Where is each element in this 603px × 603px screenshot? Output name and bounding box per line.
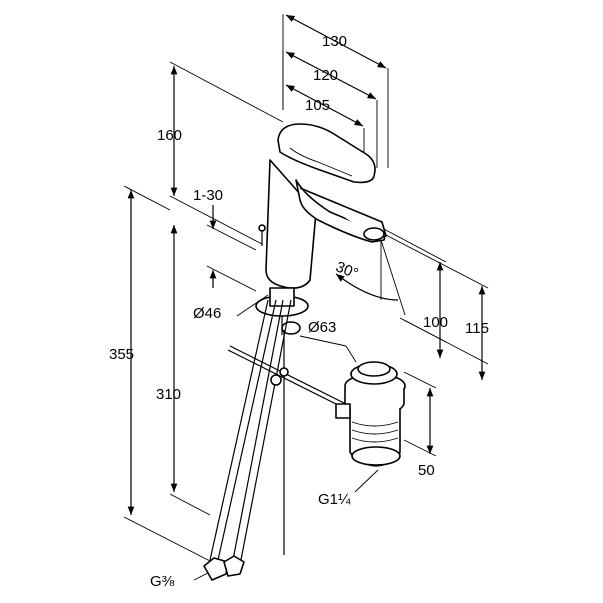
- dim-130-label: 130: [322, 33, 347, 50]
- dim-120-label: 120: [313, 67, 338, 84]
- hose-connectors: [203, 555, 245, 581]
- dim-115: 115: [383, 233, 489, 380]
- dim-120: 120: [282, 50, 378, 168]
- supply-hoses: [209, 299, 292, 566]
- dim-160: 160: [157, 61, 284, 245]
- dim-310: 310: [156, 225, 211, 516]
- dim-g38-label: G⅜: [150, 573, 175, 590]
- dim-dia46-label: Ø46: [193, 305, 221, 322]
- dim-g114: G1¼: [318, 469, 379, 508]
- dim-50: 50: [403, 371, 437, 479]
- dim-dia63-label: Ø63: [308, 319, 336, 336]
- dim-g38: G⅜: [150, 571, 211, 590]
- dim-105-label: 105: [305, 97, 330, 114]
- dim-dia63: Ø63: [299, 319, 357, 363]
- dim-1-30-label: 1-30: [193, 187, 223, 204]
- drain-valve: [335, 361, 406, 467]
- dim-1-30: 1-30: [193, 187, 257, 292]
- dim-310-label: 310: [156, 386, 181, 403]
- dim-100-label: 100: [423, 314, 448, 331]
- mounting-assembly: [255, 287, 309, 335]
- dim-angle-30-label: 30°: [333, 258, 360, 282]
- dim-115-label: 115: [465, 320, 489, 337]
- dim-160-label: 160: [157, 127, 182, 144]
- dim-g114-label: G1¼: [318, 491, 351, 508]
- popup-rod: [227, 345, 347, 409]
- dim-355: 355: [109, 185, 211, 562]
- faucet-body: [258, 123, 387, 289]
- dim-50-label: 50: [418, 462, 435, 479]
- dim-355-label: 355: [109, 346, 134, 363]
- dim-100: 100: [381, 227, 448, 358]
- dim-angle-30: 30°: [333, 239, 406, 316]
